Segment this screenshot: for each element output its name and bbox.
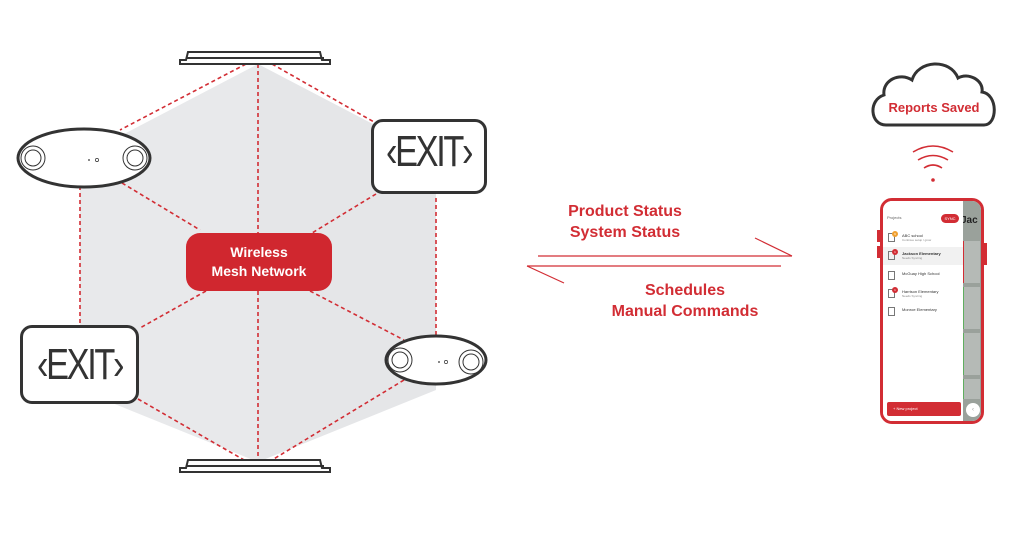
upstream-label-line1: Product Status: [568, 203, 682, 220]
project-name: Harrison Elementary: [902, 289, 939, 294]
mesh-links: [79, 63, 437, 461]
cloud-icon: [871, 62, 996, 127]
status-card[interactable]: [962, 333, 980, 375]
ceiling-fixture-top: [179, 51, 331, 65]
mesh-label-line2: Mesh Network: [211, 263, 307, 279]
projects-drawer: Projects SYNC 9 ABC school Continue setu…: [883, 201, 963, 421]
mesh-label-line1: Wireless: [230, 244, 288, 260]
project-name: Jackson Elementary: [902, 251, 941, 256]
project-item[interactable]: 9 ABC school Continue setup / grow: [883, 229, 963, 247]
building-icon: [888, 233, 895, 242]
phone-side-buttons: [877, 230, 987, 265]
project-status: Continue setup / grow: [902, 238, 932, 242]
wireless-mesh-network-badge: Wireless Mesh Network: [186, 233, 332, 291]
project-item[interactable]: 1 Harrison Elementary Needs Syncing: [883, 285, 963, 303]
new-project-button[interactable]: + New project: [887, 402, 961, 416]
project-name: Monroe Elementary: [902, 307, 937, 312]
downstream-arrow: [526, 265, 781, 284]
project-item[interactable]: McGuay High School: [883, 267, 963, 285]
notification-badge: 1: [892, 249, 898, 255]
mobile-app-phone: Jac Projects SYNC 9 ABC school Continue …: [880, 198, 984, 424]
project-status: Needs Syncing: [902, 294, 923, 298]
building-icon: [888, 271, 895, 280]
upstream-label: Product Status System Status: [550, 201, 700, 243]
project-item[interactable]: 1 Jackson Elementary Needs Syncing: [883, 247, 963, 265]
notification-badge: 9: [892, 231, 898, 237]
ceiling-fixture-bottom: [179, 459, 331, 473]
collapse-drawer-button[interactable]: ‹: [966, 403, 980, 417]
upstream-label-line2: System Status: [569, 224, 681, 241]
status-card[interactable]: [962, 379, 980, 399]
project-detail-panel: Jac: [959, 201, 981, 421]
exit-sign-text: ‹EXIT›: [386, 127, 473, 176]
drawer-header: Projects: [887, 215, 902, 220]
project-name: McGuay High School: [902, 271, 940, 276]
building-icon: [888, 307, 895, 316]
wifi-icon: [912, 145, 954, 182]
downstream-label: Schedules Manual Commands: [590, 280, 780, 322]
downstream-label-line1: Schedules: [644, 282, 726, 299]
project-detail-title: Jac: [961, 215, 978, 226]
exit-sign-top-right: ‹EXIT›: [371, 119, 487, 194]
project-item[interactable]: Monroe Elementary: [883, 303, 963, 321]
status-card[interactable]: [962, 287, 980, 329]
status-card[interactable]: [962, 241, 980, 283]
exit-sign-bottom-left: ‹EXIT›: [20, 325, 139, 404]
cloud-label: Reports Saved: [888, 100, 980, 115]
upstream-arrow: [538, 237, 793, 257]
building-icon: [888, 251, 895, 260]
building-icon: [888, 289, 895, 298]
project-name: ABC school: [902, 233, 923, 238]
sync-button[interactable]: SYNC: [941, 214, 959, 223]
emergency-light-left: [16, 127, 152, 189]
project-status: Needs Syncing: [902, 256, 923, 260]
notification-badge: 1: [892, 287, 898, 293]
downstream-label-line2: Manual Commands: [611, 303, 759, 320]
exit-sign-text: ‹EXIT›: [36, 339, 124, 389]
emergency-light-right: [384, 334, 488, 386]
